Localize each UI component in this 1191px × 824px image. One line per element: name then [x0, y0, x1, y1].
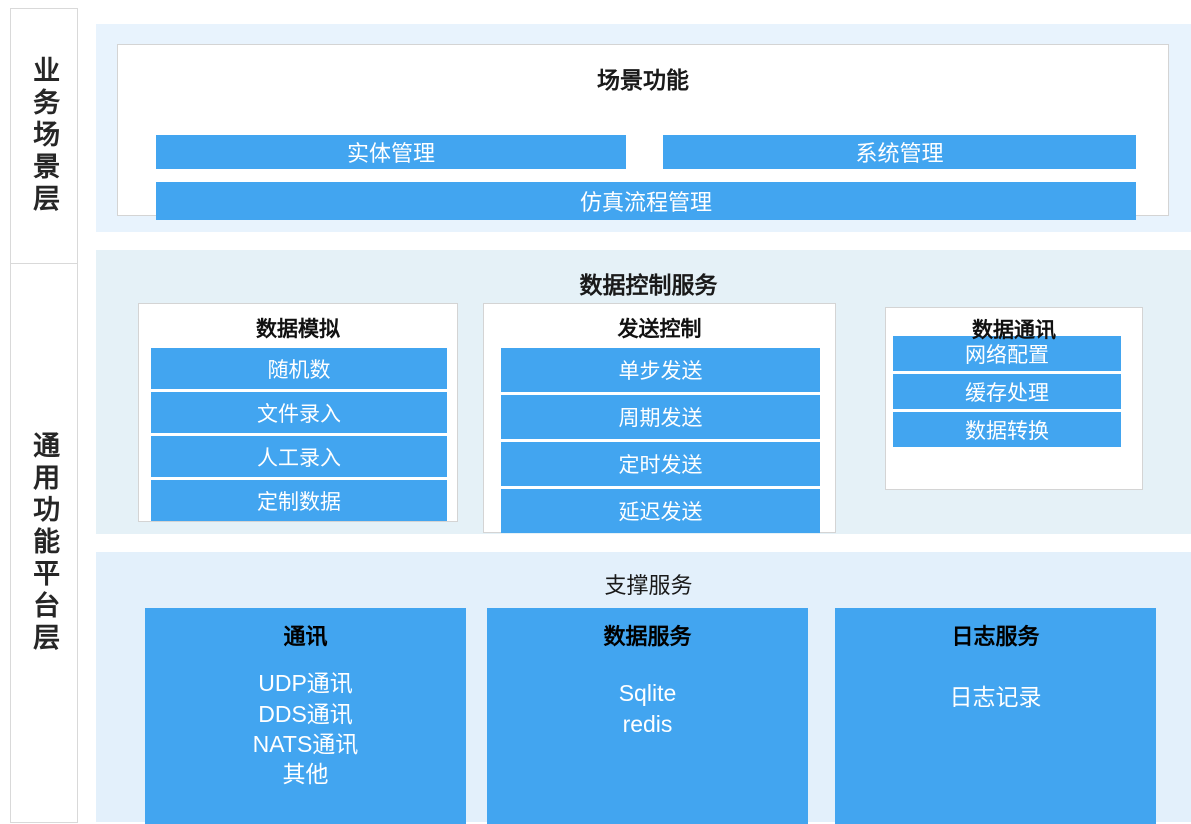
list-item[interactable]: 缓存处理	[893, 374, 1121, 409]
simulation-flow-management-button[interactable]: 仿真流程管理	[156, 182, 1136, 220]
data-simulation-item-list: 随机数 文件录入 人工录入 定制数据	[151, 348, 447, 521]
system-management-button[interactable]: 系统管理	[663, 135, 1136, 169]
list-item[interactable]: 延迟发送	[501, 489, 820, 533]
data-service-title: 数据服务	[603, 624, 692, 649]
data-control-panel-title: 数据控制服务	[579, 272, 718, 298]
layer-cell-business-scene: 业务场景层	[10, 8, 78, 264]
list-item[interactable]: 网络配置	[893, 336, 1121, 371]
list-item[interactable]: 文件录入	[151, 392, 447, 433]
list-item[interactable]: 单步发送	[501, 348, 820, 392]
scene-function-panel: 场景功能 实体管理 系统管理 仿真流程管理	[96, 24, 1191, 232]
send-control-card: 发送控制 单步发送 周期发送 定时发送 延迟发送	[483, 303, 836, 533]
data-communication-card: 数据通讯 网络配置 缓存处理 数据转换	[885, 307, 1143, 490]
layer-label-business-scene: 业务场景层	[29, 56, 60, 216]
data-control-service-panel: 数据控制服务 数据模拟 随机数 文件录入 人工录入 定制数据 发送控制 单步发送…	[96, 250, 1191, 534]
list-item[interactable]: 随机数	[151, 348, 447, 389]
data-communication-item-list: 网络配置 缓存处理 数据转换	[893, 336, 1121, 447]
scene-panel-title: 场景功能	[597, 67, 689, 93]
list-item[interactable]: 定制数据	[151, 480, 447, 521]
send-control-title: 发送控制	[617, 318, 702, 341]
support-panel-title: 支撑服务	[604, 573, 693, 598]
send-control-item-list: 单步发送 周期发送 定时发送 延迟发送	[501, 348, 820, 533]
scene-function-card: 场景功能 实体管理 系统管理 仿真流程管理	[117, 44, 1169, 220]
data-communication-title: 数据通讯	[972, 319, 1056, 342]
entity-management-button[interactable]: 实体管理	[156, 135, 626, 169]
layer-rail: 业务场景层 通用功能平台层	[10, 8, 78, 823]
list-item[interactable]: 周期发送	[501, 395, 820, 439]
layer-cell-common-platform: 通用功能平台层	[10, 264, 78, 823]
log-service-title: 日志服务	[951, 624, 1040, 649]
log-service-items: 日志记录	[949, 684, 1042, 711]
layer-label-common-platform: 通用功能平台层	[29, 431, 60, 655]
data-simulation-card: 数据模拟 随机数 文件录入 人工录入 定制数据	[138, 303, 458, 522]
communication-service-title: 通讯	[283, 624, 328, 649]
list-item[interactable]: 人工录入	[151, 436, 447, 477]
data-simulation-title: 数据模拟	[256, 318, 340, 341]
list-item[interactable]: 数据转换	[893, 412, 1121, 447]
list-item[interactable]: 定时发送	[501, 442, 820, 486]
log-service-box[interactable]: 日志服务 日志记录	[835, 608, 1156, 824]
